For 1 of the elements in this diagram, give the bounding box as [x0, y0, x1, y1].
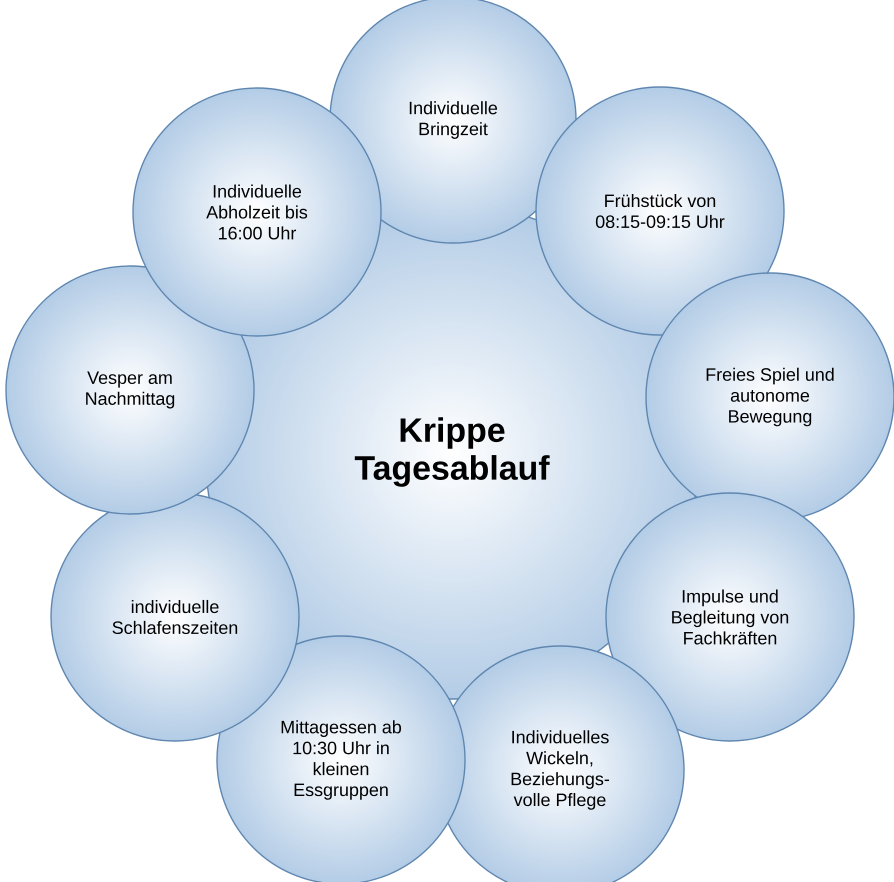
bubble: Individuelle Abholzeit bis 16:00 Uhr	[132, 87, 382, 337]
